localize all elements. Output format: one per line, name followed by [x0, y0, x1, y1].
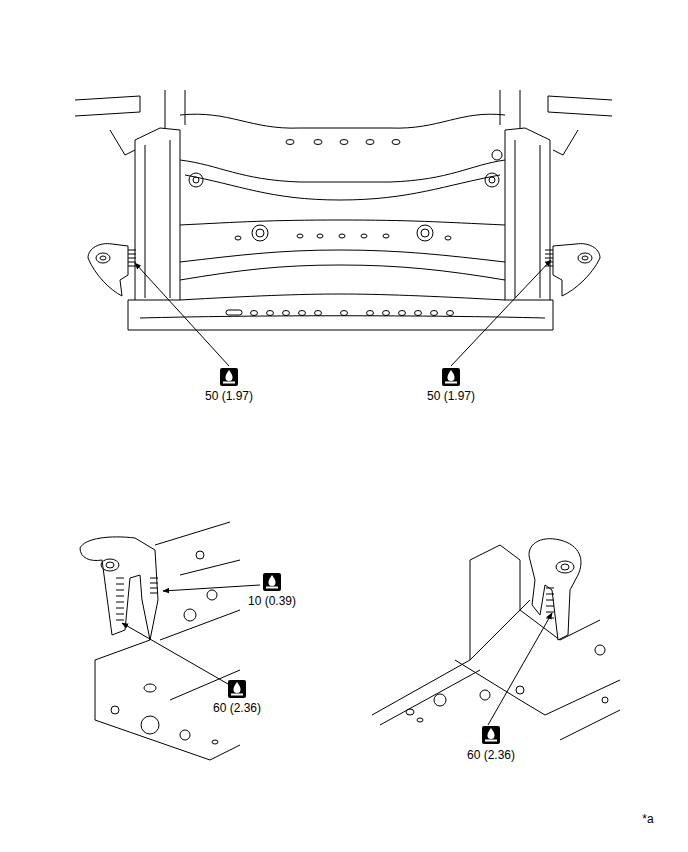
torque-value: 50 (1.97) [204, 389, 254, 403]
torque-icons [220, 368, 500, 744]
torque-value: 60 (2.36) [212, 701, 262, 715]
frame-detail-right [372, 539, 620, 740]
torque-value: 10 (0.39) [247, 594, 297, 608]
leader-lines [122, 260, 552, 725]
torque-value: 50 (1.97) [426, 389, 476, 403]
frame-top [75, 90, 612, 330]
frame-detail-left [80, 522, 240, 760]
torque-value: 60 (2.36) [466, 748, 516, 762]
figure-tag: *a [641, 812, 654, 826]
